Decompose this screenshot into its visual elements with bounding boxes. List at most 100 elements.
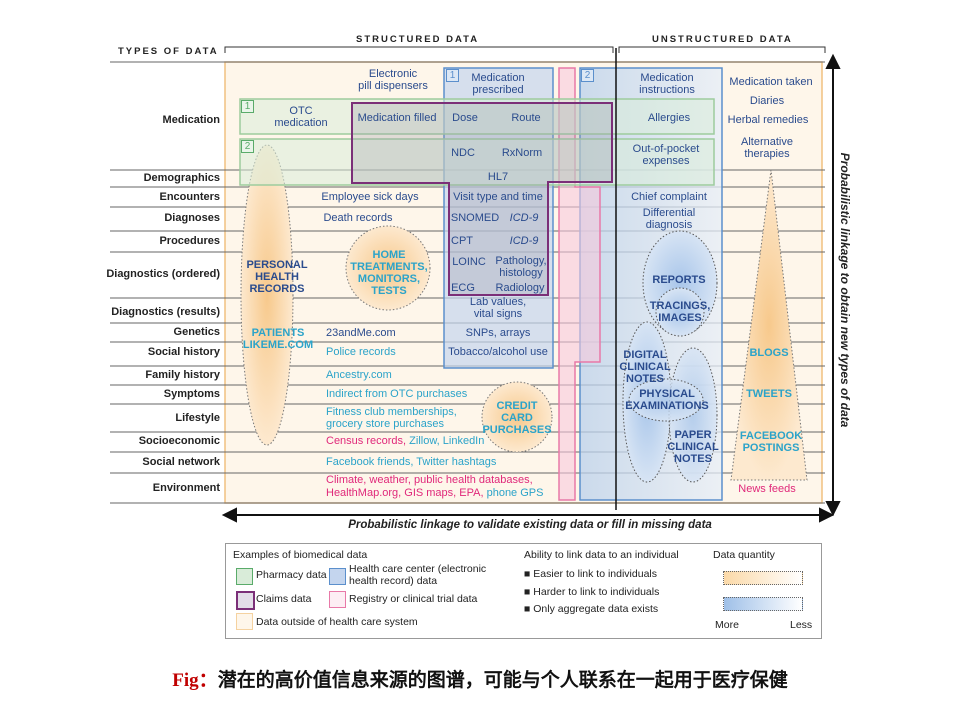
tobacco: Tobacco/alcohol use	[448, 346, 548, 358]
row-label: Lifestyle	[175, 412, 220, 424]
figure-caption: Fig：潜在的高价值信息来源的图谱，可能与个人联系在一起用于医疗保健	[0, 665, 960, 692]
socioeconomic-sources: Census records, Zillow, LinkedIn	[326, 435, 484, 447]
fitness-grocery: Fitness club memberships, grocery store …	[326, 406, 457, 430]
police-records: Police records	[326, 346, 396, 358]
pill-dispensers: Electronic pill dispensers	[358, 68, 428, 92]
legend-outside: Data outside of health care system	[256, 616, 418, 628]
tracings-circle	[655, 287, 705, 337]
home-treatments-circle	[345, 225, 431, 311]
legend-examples-title: Examples of biomedical data	[233, 549, 368, 561]
icd9-procedures: ICD-9	[509, 235, 539, 247]
unstructured-data-header: UNSTRUCTURED DATA	[652, 34, 793, 45]
row-label: Social history	[147, 346, 220, 358]
snps: SNPs, arrays	[465, 327, 531, 339]
credit-card-purchases: CREDIT CARD PURCHASES	[482, 400, 552, 436]
icd9-diagnoses: ICD-9	[509, 212, 539, 224]
ehr-badge-1: 1	[446, 69, 459, 82]
death-records: Death records	[323, 212, 393, 224]
dose: Dose	[452, 112, 478, 124]
herbal-remedies: Herbal remedies	[727, 114, 809, 126]
facebook-twitter: Facebook friends, Twitter hashtags	[326, 456, 497, 468]
row-label: Family history	[145, 369, 220, 381]
differential-diagnosis: Differential diagnosis	[642, 207, 696, 231]
row-label: Diagnostics (ordered)	[106, 268, 220, 280]
snomed: SNOMED	[450, 212, 500, 224]
news-feeds: News feeds	[738, 483, 796, 495]
row-label: Diagnostics (results)	[111, 306, 220, 318]
facebook-postings: FACEBOOK POSTINGS	[739, 430, 803, 454]
caption-text: 潜在的高价值信息来源的图谱，可能与个人联系在一起用于医疗保健	[217, 669, 788, 691]
row-label: Medication	[162, 114, 220, 126]
tracings-images: TRACINGS, IMAGES	[649, 300, 711, 324]
tweets: TWEETS	[746, 388, 792, 400]
paper-clinical-notes: PAPER CLINICAL NOTES	[667, 429, 719, 465]
legend-ehr: Health care center (electronic health re…	[349, 563, 487, 587]
patients-like-me: PATIENTS LIKEME.COM	[242, 327, 314, 351]
physical-exam-ellipse	[628, 378, 704, 422]
structured-data-header: STRUCTURED DATA	[356, 34, 480, 45]
legend-pharmacy: Pharmacy data	[256, 569, 327, 581]
medication-instructions: Medication instructions	[639, 72, 695, 96]
ndc: NDC	[451, 147, 475, 159]
legend-aggregate-text: Only aggregate data exists	[533, 603, 659, 615]
phone-gps: phone GPS	[483, 487, 544, 499]
registry-swatch	[329, 591, 346, 608]
loinc: LOINC	[452, 256, 486, 268]
alternative-therapies: Alternative therapies	[741, 136, 793, 160]
rxnorm: RxNorm	[501, 147, 543, 159]
credit-card-circle	[481, 381, 553, 453]
ecg: ECG	[451, 282, 475, 294]
outside-swatch	[236, 613, 253, 630]
pharmacy-swatch	[236, 568, 253, 585]
reports: REPORTS	[652, 274, 706, 286]
legend-link-title: Ability to link data to an individual	[524, 549, 679, 561]
row-label: Symptoms	[163, 388, 220, 400]
legend-harder: ■ Harder to link to individuals	[524, 586, 660, 598]
physical-examinations: PHYSICAL EXAMINATIONS	[625, 388, 709, 412]
census-records: Census records,	[326, 435, 407, 447]
pharmacy-box-2	[239, 138, 715, 186]
23andme: 23andMe.com	[326, 327, 396, 339]
legend-easier: ■ Easier to link to individuals	[524, 568, 657, 580]
zillow-linkedin: Zillow, LinkedIn	[406, 435, 485, 447]
row-label: Environment	[152, 482, 220, 494]
medication-prescribed: Medication prescribed	[471, 72, 525, 96]
unstructured-bracket	[618, 46, 826, 53]
employee-sick-days: Employee sick days	[321, 191, 419, 203]
row-label: Genetics	[173, 326, 220, 338]
legend-aggregate: ■ Only aggregate data exists	[524, 603, 659, 615]
claims-swatch	[236, 591, 255, 610]
orange-quantity-bar	[723, 571, 803, 585]
indirect-otc: Indirect from OTC purchases	[326, 388, 468, 400]
legend-quantity-title: Data quantity	[713, 549, 775, 561]
diaries: Diaries	[749, 95, 785, 107]
pharmacy-badge-1: 1	[241, 100, 254, 113]
legend-less: Less	[790, 619, 813, 631]
ehr-swatch	[329, 568, 346, 585]
blogs: BLOGS	[749, 347, 789, 359]
vertical-arrow	[825, 53, 841, 517]
route: Route	[511, 112, 541, 124]
allergies: Allergies	[647, 112, 691, 124]
social-media-triangle	[730, 169, 808, 481]
row-label: Socioeconomic	[138, 435, 220, 447]
ehr-badge-2: 2	[581, 69, 594, 82]
row-label: Demographics	[143, 172, 220, 184]
caption-fig-label: Fig：	[172, 670, 218, 691]
types-of-data-header: TYPES OF DATA	[118, 46, 219, 57]
medication-filled: Medication filled	[357, 112, 437, 124]
lab-values: Lab values, vital signs	[469, 296, 527, 320]
vertical-axis-label: Probabilistic linkage to obtain new type…	[838, 152, 852, 428]
medication-taken: Medication taken	[729, 76, 813, 88]
claims-region	[351, 102, 613, 296]
row-label: Diagnoses	[164, 212, 220, 224]
row-label: Social network	[142, 456, 220, 468]
personal-health-records: PERSONAL HEALTH RECORDS	[246, 259, 308, 295]
visit-type: Visit type and time	[453, 191, 543, 203]
cpt: CPT	[451, 235, 473, 247]
horizontal-arrow	[221, 507, 835, 523]
hl7: HL7	[487, 171, 509, 183]
radiology: Radiology	[495, 282, 545, 294]
